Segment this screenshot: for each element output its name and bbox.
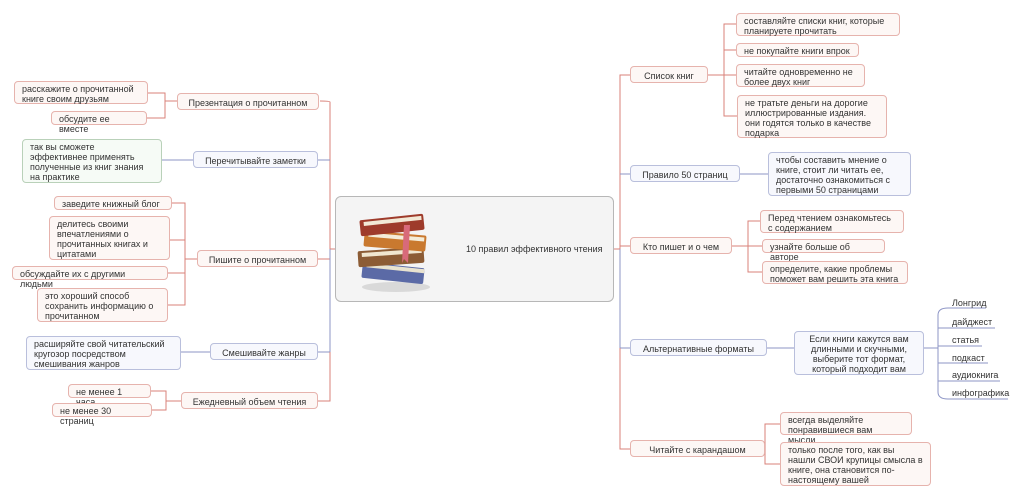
category-label: Презентация о прочитанном bbox=[188, 98, 308, 108]
format-longread[interactable]: Лонгрид bbox=[952, 298, 987, 308]
leaf-no-stock[interactable]: не покупайте книги впрок bbox=[736, 43, 859, 57]
category-genres[interactable]: Смешивайте жанры bbox=[210, 343, 318, 360]
leaf-discuss[interactable]: обсудите ее вместе bbox=[51, 111, 147, 134]
category-label: Кто пишет и о чем bbox=[642, 242, 720, 252]
format-digest[interactable]: дайджест bbox=[952, 317, 993, 327]
books-stack-icon bbox=[357, 213, 430, 292]
leaf-one-hour[interactable]: не менее 1 часа bbox=[68, 384, 151, 407]
central-topic-title: 10 правил эффективного чтения bbox=[466, 244, 603, 254]
category-write[interactable]: Пишите о прочитанном bbox=[197, 250, 318, 267]
category-rule50[interactable]: Правило 50 страниц bbox=[630, 165, 740, 182]
format-podcast[interactable]: подкаст bbox=[952, 353, 985, 363]
leaf-save-info[interactable]: это хороший способ сохранить информацию … bbox=[37, 288, 168, 322]
category-reread[interactable]: Перечитывайте заметки bbox=[193, 151, 318, 168]
leaf-two-books[interactable]: читайте одновременно не более двух книг bbox=[736, 64, 865, 87]
category-label: Пишите о прочитанном bbox=[208, 255, 307, 265]
category-label: Список книг bbox=[644, 71, 694, 81]
category-label: Перечитывайте заметки bbox=[205, 156, 306, 166]
category-booklist[interactable]: Список книг bbox=[630, 66, 708, 83]
leaf-your-book[interactable]: только после того, как вы нашли СВОИ кру… bbox=[780, 442, 931, 486]
category-author[interactable]: Кто пишет и о чем bbox=[630, 237, 732, 254]
leaf-reread-apply[interactable]: так вы сможете эффективнее применять пол… bbox=[22, 139, 162, 183]
category-label: Ежедневный объем чтения bbox=[192, 397, 307, 407]
category-label: Правило 50 страниц bbox=[642, 170, 728, 180]
leaf-problems-solve[interactable]: определите, какие проблемы поможет вам р… bbox=[762, 261, 908, 284]
category-formats[interactable]: Альтернативные форматы bbox=[630, 339, 767, 356]
leaf-choose-format[interactable]: Если книги кажутся вам длинными и скучны… bbox=[794, 331, 924, 375]
leaf-highlight[interactable]: всегда выделяйте понравившиеся вам мысли… bbox=[780, 412, 912, 445]
central-topic[interactable] bbox=[335, 196, 614, 302]
leaf-no-expensive[interactable]: не тратьте деньги на дорогие иллюстриров… bbox=[737, 95, 887, 138]
format-article[interactable]: статья bbox=[952, 335, 980, 345]
leaf-learn-author[interactable]: узнайте больше об авторе bbox=[762, 239, 885, 262]
category-label: Читайте с карандашом bbox=[649, 445, 746, 455]
category-daily[interactable]: Ежедневный объем чтения bbox=[181, 392, 318, 409]
category-label: Альтернативные форматы bbox=[643, 344, 754, 354]
leaf-tell-friends[interactable]: расскажите о прочитанной книге своим дру… bbox=[14, 81, 148, 104]
category-presentation[interactable]: Презентация о прочитанном bbox=[177, 93, 319, 110]
leaf-share-impressions[interactable]: делитесь своими впечатлениями о прочитан… bbox=[49, 216, 170, 260]
format-infographic[interactable]: инфографика bbox=[952, 388, 1010, 398]
leaf-30-pages[interactable]: не менее 30 страниц bbox=[52, 403, 152, 426]
category-pencil[interactable]: Читайте с карандашом bbox=[630, 440, 765, 457]
leaf-blog[interactable]: заведите книжный блог bbox=[54, 196, 172, 210]
leaf-check-contents[interactable]: Перед чтением ознакомьтесь с содержанием bbox=[760, 210, 904, 233]
leaf-mix-genres[interactable]: расширяйте свой читательский кругозор по… bbox=[26, 336, 181, 370]
leaf-make-lists[interactable]: составляйте списки книг, которые планиру… bbox=[736, 13, 900, 36]
format-audiobook[interactable]: аудиокнига bbox=[952, 370, 999, 380]
category-label: Смешивайте жанры bbox=[222, 348, 306, 358]
leaf-first-50-pages[interactable]: чтобы составить мнение о книге, стоит ли… bbox=[768, 152, 911, 196]
leaf-discuss-people[interactable]: обсуждайте их с другими людьми bbox=[12, 266, 168, 289]
